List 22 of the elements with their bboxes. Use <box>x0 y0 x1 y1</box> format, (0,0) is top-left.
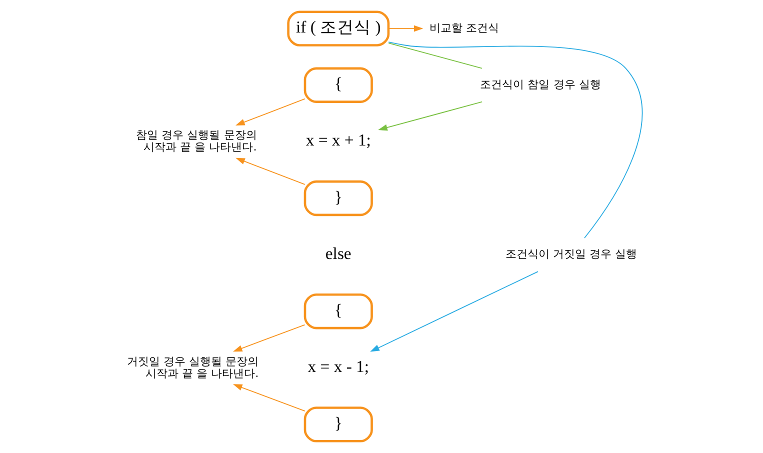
arrow <box>236 158 306 185</box>
arrow <box>232 324 306 352</box>
node-box: } <box>304 180 373 216</box>
node-text: 비교할 조건식 <box>430 21 500 34</box>
node-text: 조건식이 참일 경우 실행 <box>480 78 601 91</box>
arrow <box>388 25 424 32</box>
node-text: x = x - 1; <box>308 356 370 376</box>
arrow <box>232 384 306 412</box>
node-box: { <box>304 67 373 103</box>
node-text: 조건식이 거짓일 경우 실행 <box>505 248 637 261</box>
arrow <box>370 271 538 352</box>
node-text: 거짓일 경우 실행될 문장의 시작과 끝 을 나타낸다. <box>127 354 259 380</box>
connector <box>388 42 482 69</box>
node-box: } <box>304 406 373 442</box>
node-box: { <box>304 293 373 330</box>
node-text: x = x + 1; <box>306 130 371 150</box>
node-text: else <box>325 244 352 263</box>
arrow <box>378 101 483 131</box>
connector <box>388 42 643 238</box>
node-box: if ( 조건식 ) <box>287 10 390 46</box>
node-text: 참일 경우 실행될 문장의 시작과 끝 을 나타낸다. <box>136 128 257 154</box>
arrow <box>235 98 306 126</box>
